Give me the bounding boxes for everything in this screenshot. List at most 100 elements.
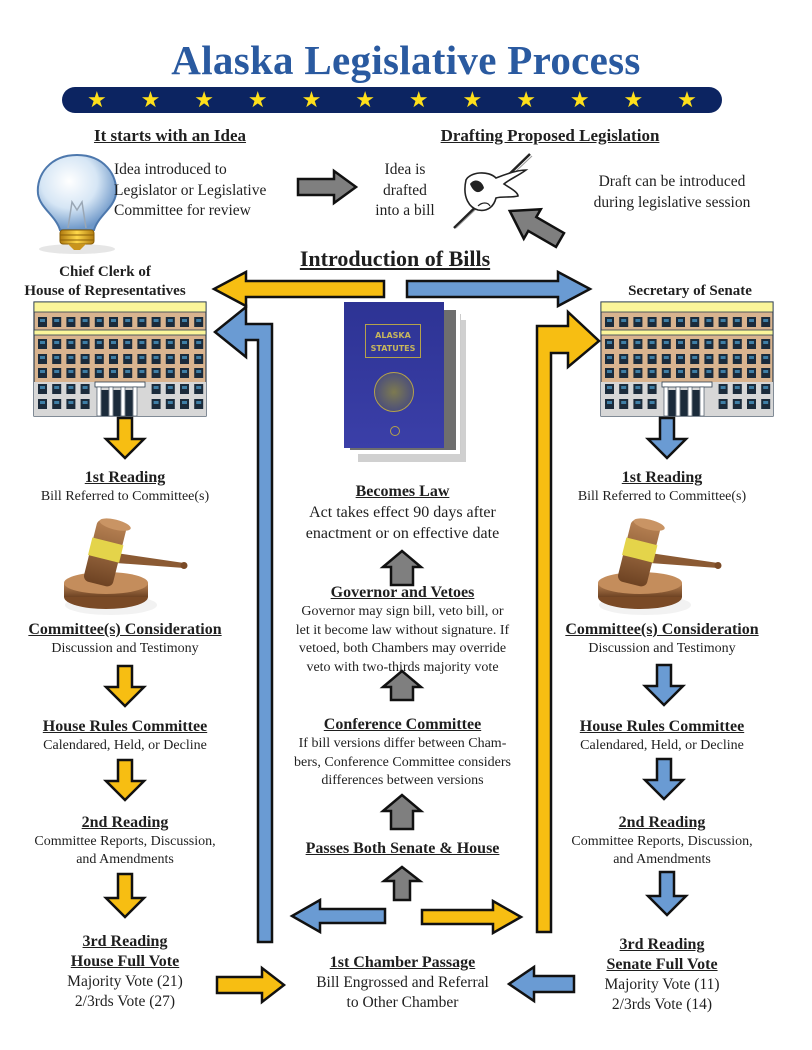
star-icon: ★: [462, 87, 483, 112]
governor-and-vetoes-text: Governor may sign bill, veto bill, or: [301, 604, 504, 619]
star-icon: ★: [677, 87, 697, 112]
idea-text-line: Committee for review: [114, 202, 251, 219]
senate-step-5-text: Majority Vote (11): [604, 976, 720, 993]
arrow-center-up: [379, 793, 425, 831]
drafting-heading: Drafting Proposed Legislation: [440, 126, 660, 145]
passes-both: Passes Both Senate & House: [260, 839, 545, 859]
first-chamber-passage-heading: 1st Chamber Passage: [329, 954, 476, 971]
senate-step-2-text: Discussion and Testimony: [588, 641, 736, 656]
arrow-idea-to-draft: [296, 168, 359, 206]
house-label-line: Chief Clerk of: [59, 264, 151, 280]
governor-and-vetoes-text: let it become law without signature. If: [295, 622, 510, 638]
senate-step-5-heading: 3rd Reading: [619, 936, 705, 953]
house-step-5-text: Majority Vote (21): [67, 973, 183, 990]
house-step-4-text: Committee Reports, Discussion,: [34, 834, 216, 849]
house-step-5-heading: 3rd Reading: [82, 933, 168, 950]
house-step-4-heading: 2nd Reading: [81, 814, 169, 831]
arrow-passage-to-house: [289, 897, 387, 935]
senate-step-1-heading: 1st Reading: [621, 469, 703, 486]
house-step-5-subheading: House Full Vote: [70, 953, 180, 970]
becomes-law-text: Act takes effect 90 days after: [309, 504, 496, 521]
senate-step-3-text: Calendared, Held, or Decline: [580, 738, 744, 753]
book-title-line: ALASKA: [375, 331, 411, 340]
first-chamber-passage-text: to Other Chamber: [346, 994, 459, 1011]
senate-step-2-heading: Committee(s) Consideration: [565, 621, 759, 638]
house-step-2-text: Discussion and Testimony: [51, 641, 199, 656]
house-step-3-heading: House Rules Committee: [42, 718, 208, 735]
arrow-house-down: [102, 872, 148, 919]
arrow-center-up: [380, 865, 424, 902]
senate-step-5-text: 2/3rds Vote (14): [611, 996, 713, 1013]
drafting-right-text: Draft can be introduced during legislati…: [572, 172, 772, 213]
arrow-house-to-senate: [535, 309, 601, 934]
drafting-text-line: Draft can be introduced: [598, 173, 746, 190]
gavel-icon: [590, 517, 730, 617]
star-icon: ★: [408, 87, 429, 112]
hand-writing-icon: [448, 150, 544, 230]
senate-step-5-subheading: Senate Full Vote: [606, 956, 718, 973]
arrow-senate-down: [644, 870, 690, 917]
house-step-1-text: Bill Referred to Committee(s): [40, 489, 210, 504]
star-icon: ★: [355, 87, 375, 112]
state-seal-icon: [374, 372, 414, 412]
arrow-intro-to-house: [211, 269, 386, 309]
becomes-law-heading: Becomes Law: [355, 483, 450, 500]
arrow-house-down: [102, 758, 148, 802]
star-icon: ★: [623, 87, 644, 112]
arrow-senate-down: [641, 663, 687, 707]
senate-step-4-text: Committee Reports, Discussion,: [571, 834, 753, 849]
house-building-icon: [33, 301, 207, 417]
arrow-house-down: [102, 416, 148, 460]
house-step-5-text: 2/3rds Vote (27): [74, 993, 176, 1010]
arrow-center-up: [379, 669, 425, 702]
star-icon: ★: [86, 87, 107, 112]
house-chamber-label: Chief Clerk of House of Representatives: [0, 263, 210, 301]
book-title-box: ALASKA STATUTES: [365, 324, 421, 358]
arrow-intro-to-senate: [405, 269, 593, 309]
house-step-2-heading: Committee(s) Consideration: [28, 621, 222, 638]
senate-step-4-text: and Amendments: [613, 852, 711, 867]
gavel-icon: [56, 517, 196, 617]
senate-building-icon: [600, 301, 774, 417]
house-step-4-text: and Amendments: [76, 852, 174, 867]
senate-step-1-text: Bill Referred to Committee(s): [577, 489, 747, 504]
arrow-house-vote-to-passage: [215, 965, 287, 1005]
governor-and-vetoes-text: veto with two-thirds majority vote: [306, 659, 499, 675]
conference-committee-text: differences between versions: [321, 773, 484, 788]
house-step-3-text: Calendared, Held, or Decline: [43, 738, 207, 753]
star-icon: ★: [247, 87, 268, 112]
introduction-heading: Introduction of Bills: [299, 246, 491, 271]
arrow-draft-to-introduction: [507, 207, 566, 249]
governor-and-vetoes-heading: Governor and Vetoes: [330, 584, 475, 601]
senate-chamber-label: Secretary of Senate: [596, 282, 784, 301]
arrow-senate-down: [641, 757, 687, 801]
arrow-house-down: [102, 664, 148, 708]
arrow-senate-down: [644, 416, 690, 460]
senate-label-line: Secretary of Senate: [628, 283, 752, 299]
senate-step-4-heading: 2nd Reading: [618, 814, 706, 831]
first-chamber-passage-text: Bill Engrossed and Referral: [316, 974, 489, 991]
alaska-statutes-book-icon: ALASKA STATUTES: [344, 302, 470, 462]
idea-text-line: Idea introduced to: [114, 161, 227, 178]
conference-committee-text: bers, Conference Committee considers: [294, 754, 511, 770]
publisher-logo-icon: [390, 426, 400, 436]
becomes-law-text: enactment or on effective date: [305, 525, 500, 542]
conference-committee-text: If bill versions differ between Cham-: [298, 736, 507, 751]
arrow-senate-vote-to-passage: [506, 964, 576, 1004]
book-title-line: STATUTES: [370, 344, 416, 353]
star-icon: ★: [301, 87, 322, 112]
arrow-passage-to-senate: [420, 898, 524, 936]
star-bar: ★★★★★★★★★★★★: [62, 87, 722, 113]
drafting-text-line: Idea is: [384, 161, 426, 178]
drafting-text-line: drafted: [383, 181, 427, 199]
